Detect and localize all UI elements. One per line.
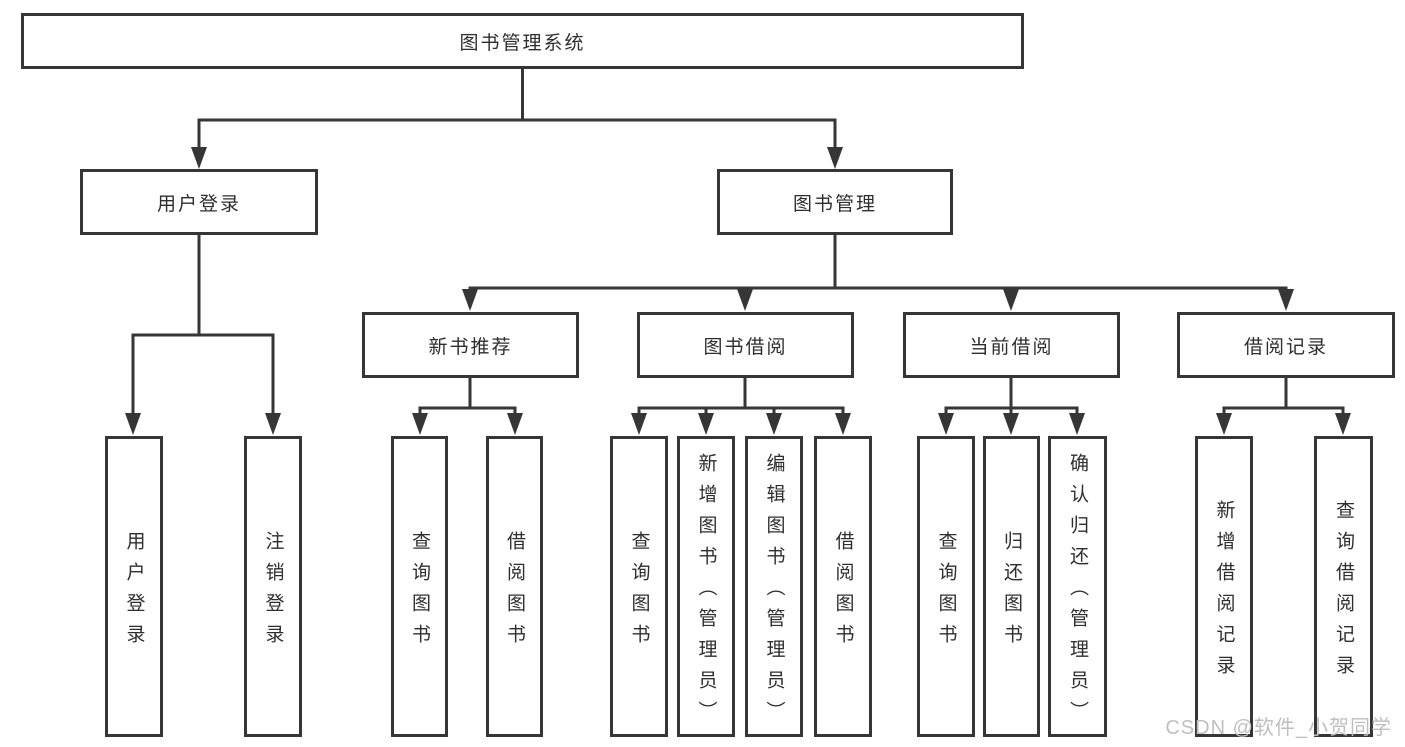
leaf-logout: 注销登录 xyxy=(244,436,302,737)
leaf-records-add: 新增借阅记录 xyxy=(1195,436,1253,737)
connector-newbooks-to-leaves xyxy=(412,378,523,435)
leaf-borrow-edit-admin: 编辑图书（管理员） xyxy=(745,436,803,737)
node-borrow-records: 借阅记录 xyxy=(1177,312,1395,378)
leaf-current-return-label: 归还图书 xyxy=(1001,530,1022,655)
node-new-book-recommend-label: 新书推荐 xyxy=(428,336,513,358)
connector-records-to-leaves xyxy=(1216,378,1351,435)
connector-bookmgmt-to-level3 xyxy=(462,235,1294,311)
leaf-borrow-edit-admin-label: 编辑图书（管理员） xyxy=(763,453,785,732)
leaf-borrow-add-admin: 新增图书（管理员） xyxy=(677,436,735,737)
leaf-records-query: 查询借阅记录 xyxy=(1314,436,1373,737)
connector-userlogin-to-leaves xyxy=(125,235,281,435)
node-book-borrow-label: 图书借阅 xyxy=(703,336,788,358)
leaf-current-return: 归还图书 xyxy=(983,436,1040,737)
node-borrow-records-label: 借阅记录 xyxy=(1243,336,1328,358)
leaf-borrow-add-admin-label: 新增图书（管理员） xyxy=(695,453,717,732)
node-user-login-label: 用户登录 xyxy=(156,193,241,215)
connector-root-to-level2 xyxy=(191,69,843,169)
leaf-newbooks-query: 查询图书 xyxy=(391,436,448,737)
node-book-borrow: 图书借阅 xyxy=(637,312,854,378)
leaf-user-login: 用户登录 xyxy=(105,436,163,737)
leaf-records-add-label: 新增借阅记录 xyxy=(1213,499,1235,686)
node-user-login: 用户登录 xyxy=(80,169,318,235)
leaf-user-login-label: 用户登录 xyxy=(123,530,145,655)
leaf-newbooks-borrow: 借阅图书 xyxy=(486,436,543,737)
leaf-borrow-borrow-label: 借阅图书 xyxy=(832,530,854,655)
node-root: 图书管理系统 xyxy=(21,13,1024,69)
node-book-management: 图书管理 xyxy=(717,169,953,235)
node-current-borrow: 当前借阅 xyxy=(903,312,1120,378)
leaf-current-confirm-admin: 确认归还（管理员） xyxy=(1048,436,1107,737)
node-root-label: 图书管理系统 xyxy=(459,32,586,54)
leaf-records-query-label: 查询借阅记录 xyxy=(1333,499,1354,686)
node-book-management-label: 图书管理 xyxy=(792,193,877,215)
connector-current-to-leaves xyxy=(938,378,1085,435)
leaf-current-query-label: 查询图书 xyxy=(935,530,957,655)
leaf-current-confirm-admin-label: 确认归还（管理员） xyxy=(1067,453,1088,732)
csdn-watermark: CSDN @软件_小贺同学 xyxy=(1165,717,1392,739)
leaf-newbooks-query-label: 查询图书 xyxy=(409,530,430,655)
leaf-logout-label: 注销登录 xyxy=(262,530,284,655)
leaf-borrow-query-label: 查询图书 xyxy=(628,530,650,655)
node-new-book-recommend: 新书推荐 xyxy=(362,312,579,378)
leaf-borrow-query: 查询图书 xyxy=(610,436,668,737)
leaf-newbooks-borrow-label: 借阅图书 xyxy=(504,530,525,655)
leaf-current-query: 查询图书 xyxy=(917,436,975,737)
leaf-borrow-borrow: 借阅图书 xyxy=(814,436,872,737)
connector-borrow-to-leaves xyxy=(631,378,851,435)
node-current-borrow-label: 当前借阅 xyxy=(969,336,1054,358)
